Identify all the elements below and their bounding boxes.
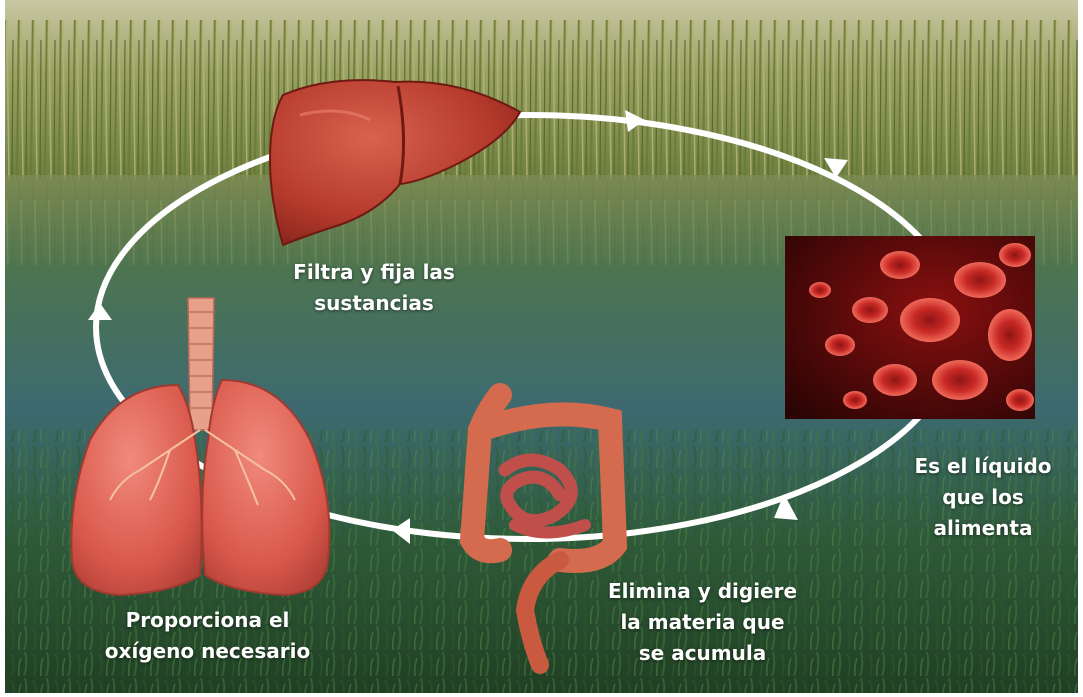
blood-cells-icon [785, 236, 1035, 419]
label-liver: Filtra y fija las sustancias [262, 257, 486, 319]
label-intestine: Elimina y digiere la materia que se acum… [590, 576, 815, 669]
label-blood: Es el líquido que los alimenta [893, 451, 1073, 544]
label-lungs: Proporciona el oxígeno necesario [85, 605, 330, 667]
